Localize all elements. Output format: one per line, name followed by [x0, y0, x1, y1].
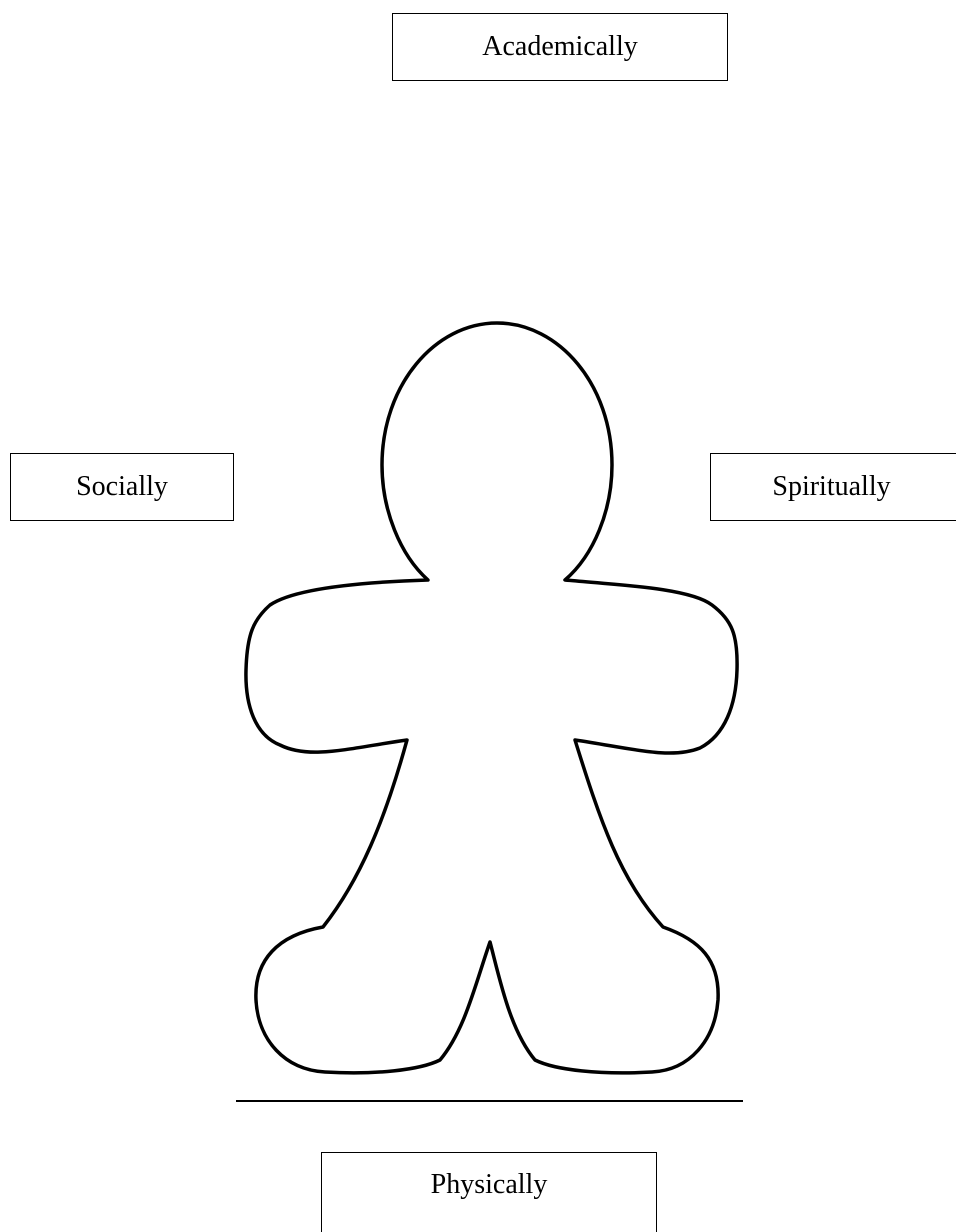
label-socially: Socially	[10, 453, 234, 521]
divider-line	[236, 1100, 743, 1102]
label-spiritually: Spiritually	[710, 453, 956, 521]
figure-outline	[246, 323, 737, 1073]
label-academically: Academically	[392, 13, 728, 81]
label-physically: Physically	[321, 1152, 657, 1232]
